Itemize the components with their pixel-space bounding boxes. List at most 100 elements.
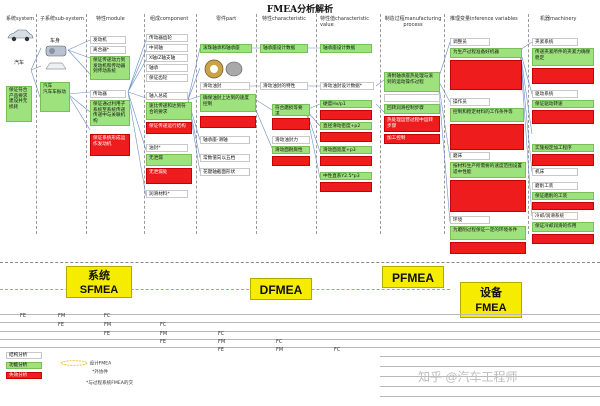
machinery-failure-box xyxy=(532,110,594,124)
component-item: 传动器齿轮 xyxy=(146,34,188,42)
header-inference-variables: 推理变量inference variables xyxy=(450,16,518,22)
inference-failure-box xyxy=(450,242,526,254)
pfmea-label: PFMEA xyxy=(382,266,444,288)
inference-item: 磨床 xyxy=(450,152,490,160)
ff-cell: FM xyxy=(104,322,112,328)
char-value-failure-box xyxy=(320,132,372,142)
column-divider xyxy=(528,14,529,234)
inference-item: 操作员 xyxy=(450,98,490,106)
part-item: 轴承座-滑轴 xyxy=(200,136,250,144)
component-failure-box: 无泄漏处 xyxy=(146,168,192,184)
header-module: 特性module xyxy=(96,16,125,22)
char-value-function-box: 硬度Hv/p1 xyxy=(320,100,372,108)
component-function-box: 速比传递和达到符合的要求 xyxy=(146,102,192,120)
band-arrow-line xyxy=(0,289,450,290)
module-function-box: 保证通过利用子系统至系统传递传递中与关联机构 xyxy=(90,100,130,126)
process-function-box: 回转润滑控制步骤 xyxy=(384,104,440,114)
sfmea-label-line-2: SFMEA xyxy=(79,284,119,296)
inference-function-box: 控制和稳定材料的工作条件等 xyxy=(450,108,524,122)
inference-function-box: 为磨削过程保证一定的环境条件 xyxy=(450,226,526,240)
machinery-function-box: 保证冷却润滑的作用 xyxy=(532,222,594,232)
inference-failure-box xyxy=(450,124,524,150)
ff-cell: FM xyxy=(160,331,168,337)
char-value-failure-box xyxy=(320,110,372,120)
inference-item: 环境 xyxy=(450,216,490,224)
component-item: X轴/Z轴支轴 xyxy=(146,54,188,62)
column-divider xyxy=(196,14,197,234)
equipment-fmea-label: 设备 FMEA xyxy=(460,282,522,318)
column-divider xyxy=(380,14,381,234)
inference-function-box: 为生产过程准备好机器 xyxy=(450,48,522,58)
page-title: FMEA分析解析 xyxy=(266,5,334,15)
dfmea-label: DFMEA xyxy=(250,278,312,300)
watermark: 知乎 @汽车工程师 xyxy=(418,370,518,384)
header-part: 零件part xyxy=(216,16,237,22)
machinery-item: 冷却/润滑系统 xyxy=(532,212,578,220)
legend-function: 功能分析 xyxy=(6,362,42,369)
row-line xyxy=(0,347,600,348)
module-item: 离合器* xyxy=(90,46,126,54)
legend-other: *外协件 xyxy=(92,370,109,375)
row-line xyxy=(380,376,600,377)
legend-design-label: 设计FMEA xyxy=(89,361,112,367)
module-item: 发动机 xyxy=(90,36,126,44)
header-component: 组成component xyxy=(150,16,189,22)
machinery-item: 磨削工装 xyxy=(532,182,578,190)
component-item: 保证齿轮 xyxy=(146,74,188,82)
ff-cell: FC xyxy=(276,339,283,345)
ff-cell: FM xyxy=(276,347,284,353)
row-line xyxy=(0,314,600,315)
characteristic-failure-box xyxy=(272,156,310,166)
process-failure-box: 热处理运营过程中运转步骤 xyxy=(384,116,440,132)
column-divider xyxy=(36,14,37,234)
machinery-function-box: 保证驱动转速 xyxy=(532,100,594,108)
part-item: 滑动油封 xyxy=(200,82,250,90)
header-machinery: 机器machinery xyxy=(540,16,577,22)
part-item: 花键轴截面形状 xyxy=(200,168,250,176)
ff-cell: FM xyxy=(218,339,226,345)
characteristic-function-box: 符合磨损等要求 xyxy=(272,104,310,116)
header-characteristic: 特性characteristic xyxy=(262,16,307,22)
column-divider xyxy=(316,14,317,234)
legend-related: *与过程系统FMEA的交 xyxy=(86,381,134,386)
ff-cell: FE xyxy=(160,339,167,345)
char-value-failure-box xyxy=(320,156,372,166)
part-function-box: 滚珠轴承和轴承座 xyxy=(200,44,252,53)
char-value-function-box: 滑动面宽度+p3 xyxy=(320,146,372,154)
ff-cell: FC xyxy=(160,322,167,328)
row-line xyxy=(380,386,600,387)
header-characteristic-value: 特性值characteristic value xyxy=(320,16,370,28)
part-item: 常数值向以五档 xyxy=(200,154,250,162)
component-item: 轴入总成 xyxy=(146,92,188,100)
component-function-box: 无泄漏 xyxy=(146,154,192,166)
machinery-function-box: 实施规定加工程序 xyxy=(532,144,594,152)
gearbox-image xyxy=(44,44,68,60)
equipment-fmea-line-2: FMEA xyxy=(475,302,507,314)
subsystem-sketch xyxy=(44,60,68,74)
component-item: 中间轴 xyxy=(146,44,188,52)
inference-item: 调整员 xyxy=(450,38,490,46)
component-failure-box: 保证传递运行结构 xyxy=(146,122,192,134)
row-line xyxy=(380,356,600,357)
subsystem-item-1: 车身 xyxy=(50,38,61,44)
system-note-1: 保证符合产品要求 xyxy=(9,88,28,99)
subsystem-item-2: 汽车 xyxy=(43,84,53,89)
characteristic-function-box: 轴承座设计数据 xyxy=(260,44,308,53)
machinery-failure-box xyxy=(532,234,594,244)
legend-design: 设计FMEA xyxy=(60,360,111,368)
legend-structure: 结构分析 xyxy=(6,352,42,359)
component-item: 润滑材料* xyxy=(146,190,188,198)
ff-cell: FE xyxy=(218,347,225,353)
system-function-box: 保证符合产品要求 建设并无损耗 xyxy=(6,86,32,122)
legend-failure: 失效分析 xyxy=(6,372,42,379)
subsystem-function-box: 汽车 汽车车振动 xyxy=(40,82,70,112)
header-system: 系统system xyxy=(6,16,35,22)
characteristic-item: 滑动油封的特性 xyxy=(260,82,308,90)
ff-cell: FC xyxy=(218,331,225,337)
machinery-failure-box xyxy=(532,202,594,210)
part-failure-box xyxy=(200,116,256,128)
equipment-fmea-line-1: 设备 xyxy=(480,287,502,299)
characteristic-failure-box xyxy=(272,118,310,130)
inference-failure-box xyxy=(450,180,526,212)
